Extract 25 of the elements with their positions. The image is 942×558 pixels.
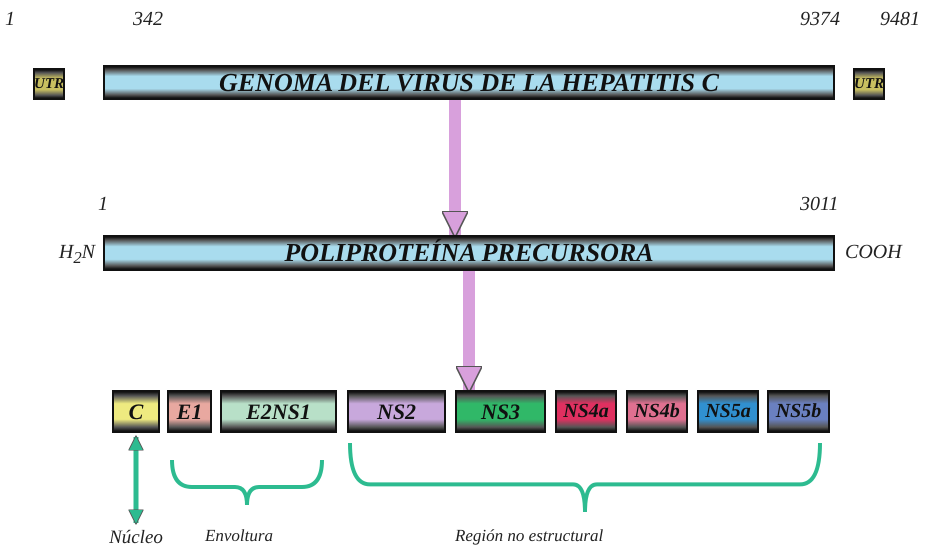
protein-block: NS4a (555, 390, 617, 433)
position-number: 9374 (800, 8, 840, 31)
position-number: 9481 (880, 8, 920, 31)
protein-block: NS3 (455, 390, 546, 433)
protein-block: NS2 (347, 390, 446, 433)
protein-block: NS5b (767, 390, 830, 433)
region-label: Envoltura (205, 526, 273, 546)
position-number: 1 (5, 8, 15, 31)
genome-bar: GENOMA DEL VIRUS DE LA HEPATITIS C (103, 65, 835, 100)
node-label: Núcleo (96, 525, 176, 551)
protein-block: NS4b (626, 390, 688, 433)
region-label: Región no estructural (455, 526, 604, 546)
position-number: 3011 (800, 193, 839, 216)
polyprotein-bar: POLIPROTEÍNA PRECURSORA (103, 235, 835, 271)
terminus-label: COOH (845, 241, 902, 264)
protein-block: E1 (167, 390, 212, 433)
protein-block: C (112, 390, 160, 433)
region-block: UTR (33, 68, 65, 100)
arrow (128, 435, 144, 525)
terminus-label: H$_{2}$N (58, 241, 95, 268)
protein-block: E2NS1 (220, 390, 337, 433)
protein-block: NS5a (697, 390, 759, 433)
position-number: 1 (98, 193, 108, 216)
position-number: 342 (133, 8, 163, 31)
region-block: UTR (853, 68, 885, 100)
